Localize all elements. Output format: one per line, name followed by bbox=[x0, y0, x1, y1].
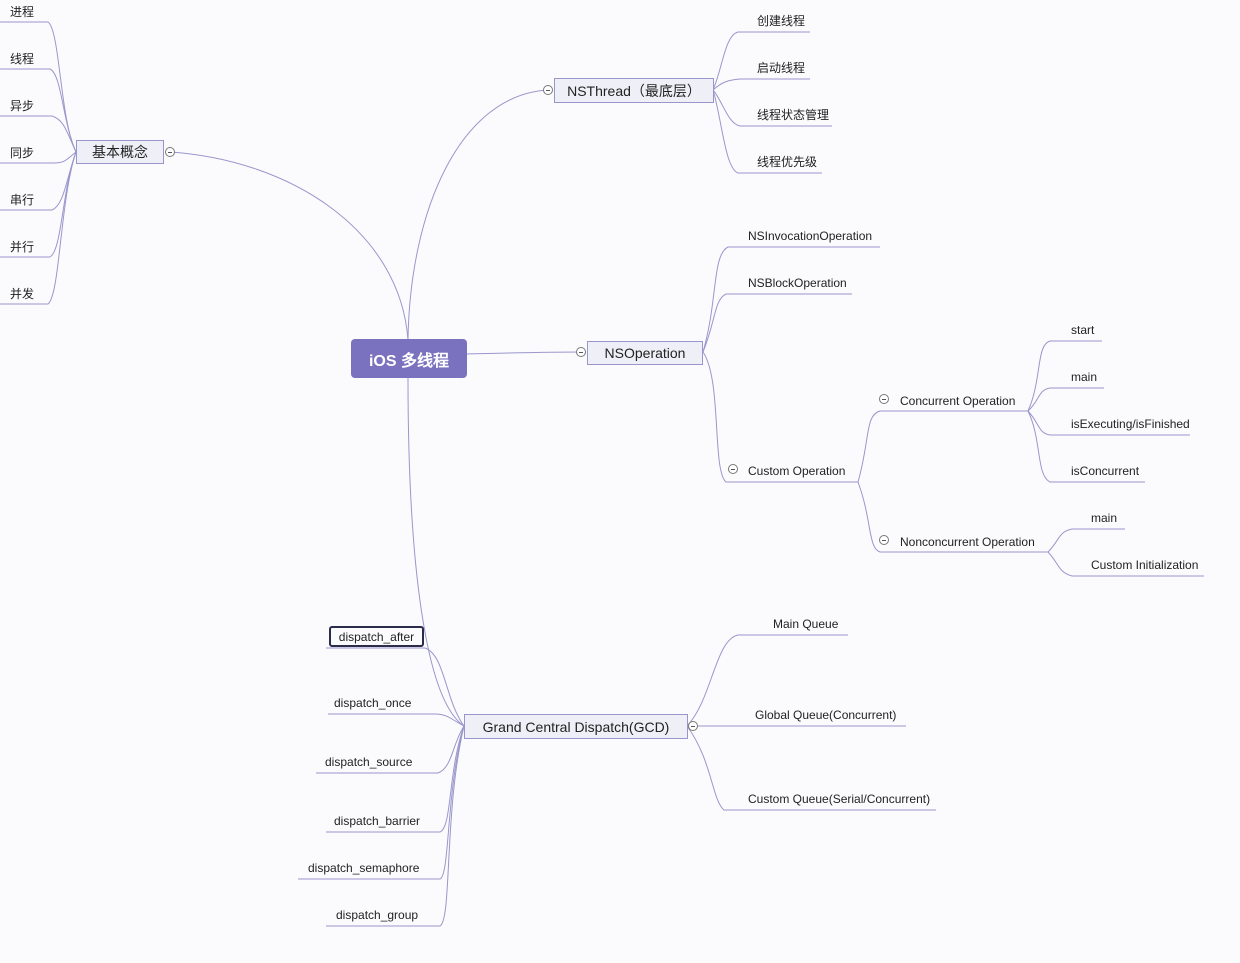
leaf-dispatch-barrier[interactable]: dispatch_barrier bbox=[334, 814, 421, 828]
leaf-serial[interactable]: 串行 bbox=[10, 193, 35, 207]
leaf-process[interactable]: 进程 bbox=[10, 5, 35, 19]
nonconcurrent-operation-node[interactable]: Nonconcurrent Operation bbox=[900, 535, 1035, 549]
collapse-icon[interactable] bbox=[879, 535, 889, 545]
leaf-sync[interactable]: 同步 bbox=[10, 146, 35, 160]
selected-node-dispatch-after[interactable]: dispatch_after bbox=[329, 626, 424, 647]
collapse-icon[interactable] bbox=[688, 721, 698, 731]
collapse-icon[interactable] bbox=[728, 464, 738, 474]
leaf-isexecuting-isfinished[interactable]: isExecuting/isFinished bbox=[1071, 417, 1190, 431]
root-node[interactable]: iOS 多线程 bbox=[351, 339, 467, 378]
connector-root-gcd bbox=[407, 377, 465, 727]
leaf-dispatch-source[interactable]: dispatch_source bbox=[325, 755, 413, 769]
leaf-dispatch-group[interactable]: dispatch_group bbox=[336, 908, 419, 922]
nsoperation-node[interactable]: NSOperation bbox=[587, 341, 703, 365]
collapse-icon[interactable] bbox=[165, 147, 175, 157]
leaf-nsinvocationoperation[interactable]: NSInvocationOperation bbox=[748, 229, 873, 243]
leaf-thread-priority[interactable]: 线程优先级 bbox=[757, 155, 818, 169]
basic-concepts-node[interactable]: 基本概念 bbox=[76, 140, 164, 164]
leaf-main[interactable]: main bbox=[1071, 370, 1098, 384]
leaf-dispatch-semaphore[interactable]: dispatch_semaphore bbox=[308, 861, 420, 875]
leaf-custom-initialization[interactable]: Custom Initialization bbox=[1091, 558, 1199, 572]
leaf-dispatch-once[interactable]: dispatch_once bbox=[334, 696, 412, 710]
collapse-icon[interactable] bbox=[543, 85, 553, 95]
leaf-start[interactable]: start bbox=[1071, 323, 1095, 337]
leaf-async[interactable]: 异步 bbox=[10, 99, 35, 113]
connector-root-basic bbox=[169, 151, 409, 341]
collapse-icon[interactable] bbox=[576, 347, 586, 357]
connector-root-nsthread bbox=[407, 89, 549, 341]
nsthread-node[interactable]: NSThread（最底层） bbox=[554, 78, 714, 103]
leaf-thread[interactable]: 线程 bbox=[10, 52, 35, 66]
leaf-create-thread[interactable]: 创建线程 bbox=[757, 14, 806, 28]
collapse-icon[interactable] bbox=[879, 394, 889, 404]
leaf-main-queue[interactable]: Main Queue bbox=[773, 617, 839, 631]
leaf-isconcurrent[interactable]: isConcurrent bbox=[1071, 464, 1140, 478]
leaf-nsblockoperation[interactable]: NSBlockOperation bbox=[748, 276, 847, 290]
leaf-custom-queue[interactable]: Custom Queue(Serial/Concurrent) bbox=[748, 792, 931, 806]
custom-operation-node[interactable]: Custom Operation bbox=[748, 464, 846, 478]
concurrent-operation-node[interactable]: Concurrent Operation bbox=[900, 394, 1016, 408]
gcd-node[interactable]: Grand Central Dispatch(GCD) bbox=[464, 714, 688, 739]
leaf-main[interactable]: main bbox=[1091, 511, 1118, 525]
leaf-thread-state[interactable]: 线程状态管理 bbox=[757, 108, 830, 122]
leaf-parallel[interactable]: 并行 bbox=[10, 240, 35, 254]
leaf-global-queue[interactable]: Global Queue(Concurrent) bbox=[755, 708, 897, 722]
leaf-start-thread[interactable]: 启动线程 bbox=[757, 61, 806, 75]
connector-root-nsoperation bbox=[465, 351, 582, 355]
leaf-concurrency[interactable]: 并发 bbox=[10, 287, 35, 301]
